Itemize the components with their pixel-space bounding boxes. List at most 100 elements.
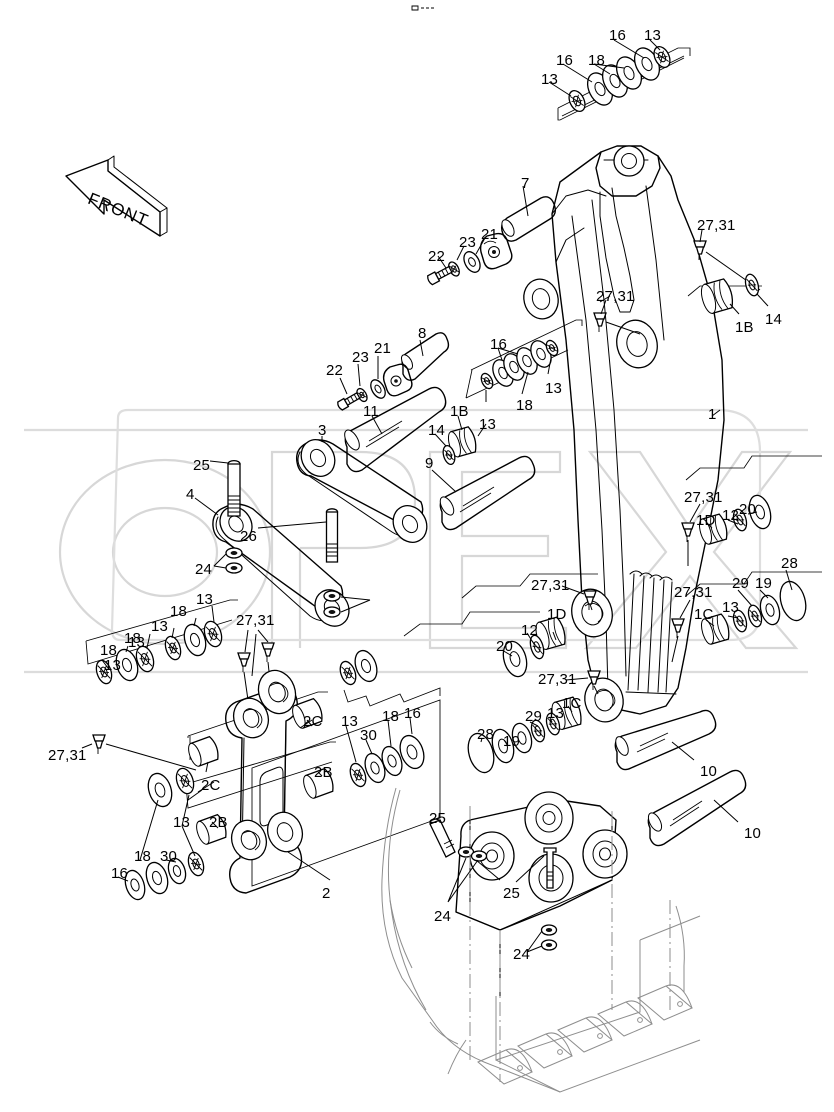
callout-16: 16 — [556, 52, 574, 69]
bushing-group-right — [685, 455, 822, 645]
callout-25: 25 — [429, 810, 447, 827]
callout-19: 19 — [755, 575, 773, 592]
callout-16: 16 — [609, 27, 627, 44]
callout-28: 28 — [781, 555, 799, 572]
callout-10: 10 — [700, 763, 718, 780]
callout-9: 9 — [425, 455, 434, 472]
callout-19: 19 — [503, 733, 521, 750]
callout-18: 18 — [382, 708, 400, 725]
callout-24: 24 — [513, 946, 531, 963]
grease-fitting-group — [81, 229, 762, 771]
pin-8-assembly — [337, 332, 450, 411]
callout-2731: 27,31 — [674, 584, 713, 601]
callout-1D: 1D — [547, 606, 567, 623]
callout-24: 24 — [195, 561, 213, 578]
callout-13: 13 — [128, 634, 146, 651]
callout-23: 23 — [459, 234, 477, 251]
callout-8: 8 — [418, 325, 427, 342]
callout-25: 25 — [503, 885, 521, 902]
callout-11: 11 — [363, 403, 379, 420]
callout-12: 12 — [521, 622, 539, 639]
callout-18: 18 — [516, 397, 534, 414]
callout-2731: 27,31 — [236, 612, 275, 629]
callout-13: 13 — [644, 27, 662, 44]
callout-14: 14 — [765, 311, 783, 328]
callout-2731: 27,31 — [684, 489, 723, 506]
callout-13: 13 — [547, 705, 565, 722]
bushing-1B-middle — [434, 415, 487, 465]
boom-body — [523, 145, 725, 723]
callout-2731: 27,31 — [531, 577, 570, 594]
washer-stack-boom-top — [548, 39, 691, 121]
callout-29: 29 — [525, 708, 543, 725]
leader-lines — [187, 295, 721, 829]
callout-13: 13 — [545, 380, 563, 397]
front-arrow-graphic — [65, 155, 168, 237]
callout-10: 10 — [744, 825, 762, 842]
callout-20: 20 — [739, 501, 757, 518]
callout-3: 3 — [318, 422, 327, 439]
callout-18: 18 — [100, 642, 118, 659]
callout-26: 26 — [240, 528, 258, 545]
washer-stack-left-upper — [85, 599, 238, 685]
callout-24: 24 — [434, 908, 452, 925]
washer-stack-left-lower — [117, 741, 336, 901]
callout-30: 30 — [160, 848, 178, 865]
callout-4: 4 — [186, 486, 195, 503]
callout-7: 7 — [521, 175, 530, 192]
callout-2731: 27,31 — [697, 217, 736, 234]
bolt-25-left — [209, 459, 243, 574]
pins-10 — [614, 709, 747, 847]
callout-2C: 2C — [201, 777, 221, 794]
callout-16: 16 — [404, 705, 422, 722]
pin-11 — [344, 386, 447, 473]
callout-2731: 27,31 — [596, 288, 635, 305]
pin-7-assembly — [427, 185, 557, 286]
callout-1C: 1C — [694, 606, 714, 623]
callout-13: 13 — [479, 416, 497, 433]
callout-2C: 2C — [303, 713, 323, 730]
pin-9 — [431, 455, 536, 531]
callout-12: 12 — [722, 507, 740, 524]
callout-22: 22 — [428, 248, 446, 265]
callout-13: 13 — [151, 618, 169, 635]
callout-13: 13 — [173, 814, 191, 831]
callout-23: 23 — [352, 349, 370, 366]
top-registration-mark — [411, 5, 434, 11]
callout-1D: 1D — [696, 512, 716, 529]
washer-stack-boom-middle — [465, 319, 583, 402]
callout-21: 21 — [374, 340, 392, 357]
callout-2731: 27,31 — [48, 747, 87, 764]
bucket-assembly-phantom — [381, 787, 701, 1093]
callout-22: 22 — [326, 362, 344, 379]
callout-18: 18 — [170, 603, 188, 620]
callout-1: 1 — [708, 406, 717, 423]
link-3 — [295, 436, 428, 543]
callout-2: 2 — [322, 885, 331, 902]
callout-13: 13 — [722, 599, 740, 616]
callout-25: 25 — [193, 457, 211, 474]
callout-18: 18 — [124, 630, 142, 647]
callout-30: 30 — [360, 727, 378, 744]
callout-2731: 27,31 — [538, 671, 577, 688]
callout-16: 16 — [111, 865, 129, 882]
callout-2B: 2B — [314, 764, 333, 781]
bushing-1B-right — [700, 273, 769, 315]
callout-13: 13 — [341, 713, 359, 730]
callout-16: 16 — [490, 336, 508, 353]
callout-1B: 1B — [735, 319, 754, 336]
bolt-26-center — [257, 508, 371, 618]
callout-14: 14 — [428, 422, 446, 439]
link-assembly-2 — [187, 669, 441, 894]
callout-2B: 2B — [209, 814, 228, 831]
callout-13: 13 — [104, 657, 122, 674]
callout-13: 13 — [541, 71, 559, 88]
callout-20: 20 — [496, 638, 514, 655]
callout-28: 28 — [477, 726, 495, 743]
callout-18: 18 — [134, 848, 152, 865]
callout-29: 29 — [732, 575, 750, 592]
callout-18: 18 — [588, 52, 606, 69]
callout-13: 13 — [196, 591, 214, 608]
